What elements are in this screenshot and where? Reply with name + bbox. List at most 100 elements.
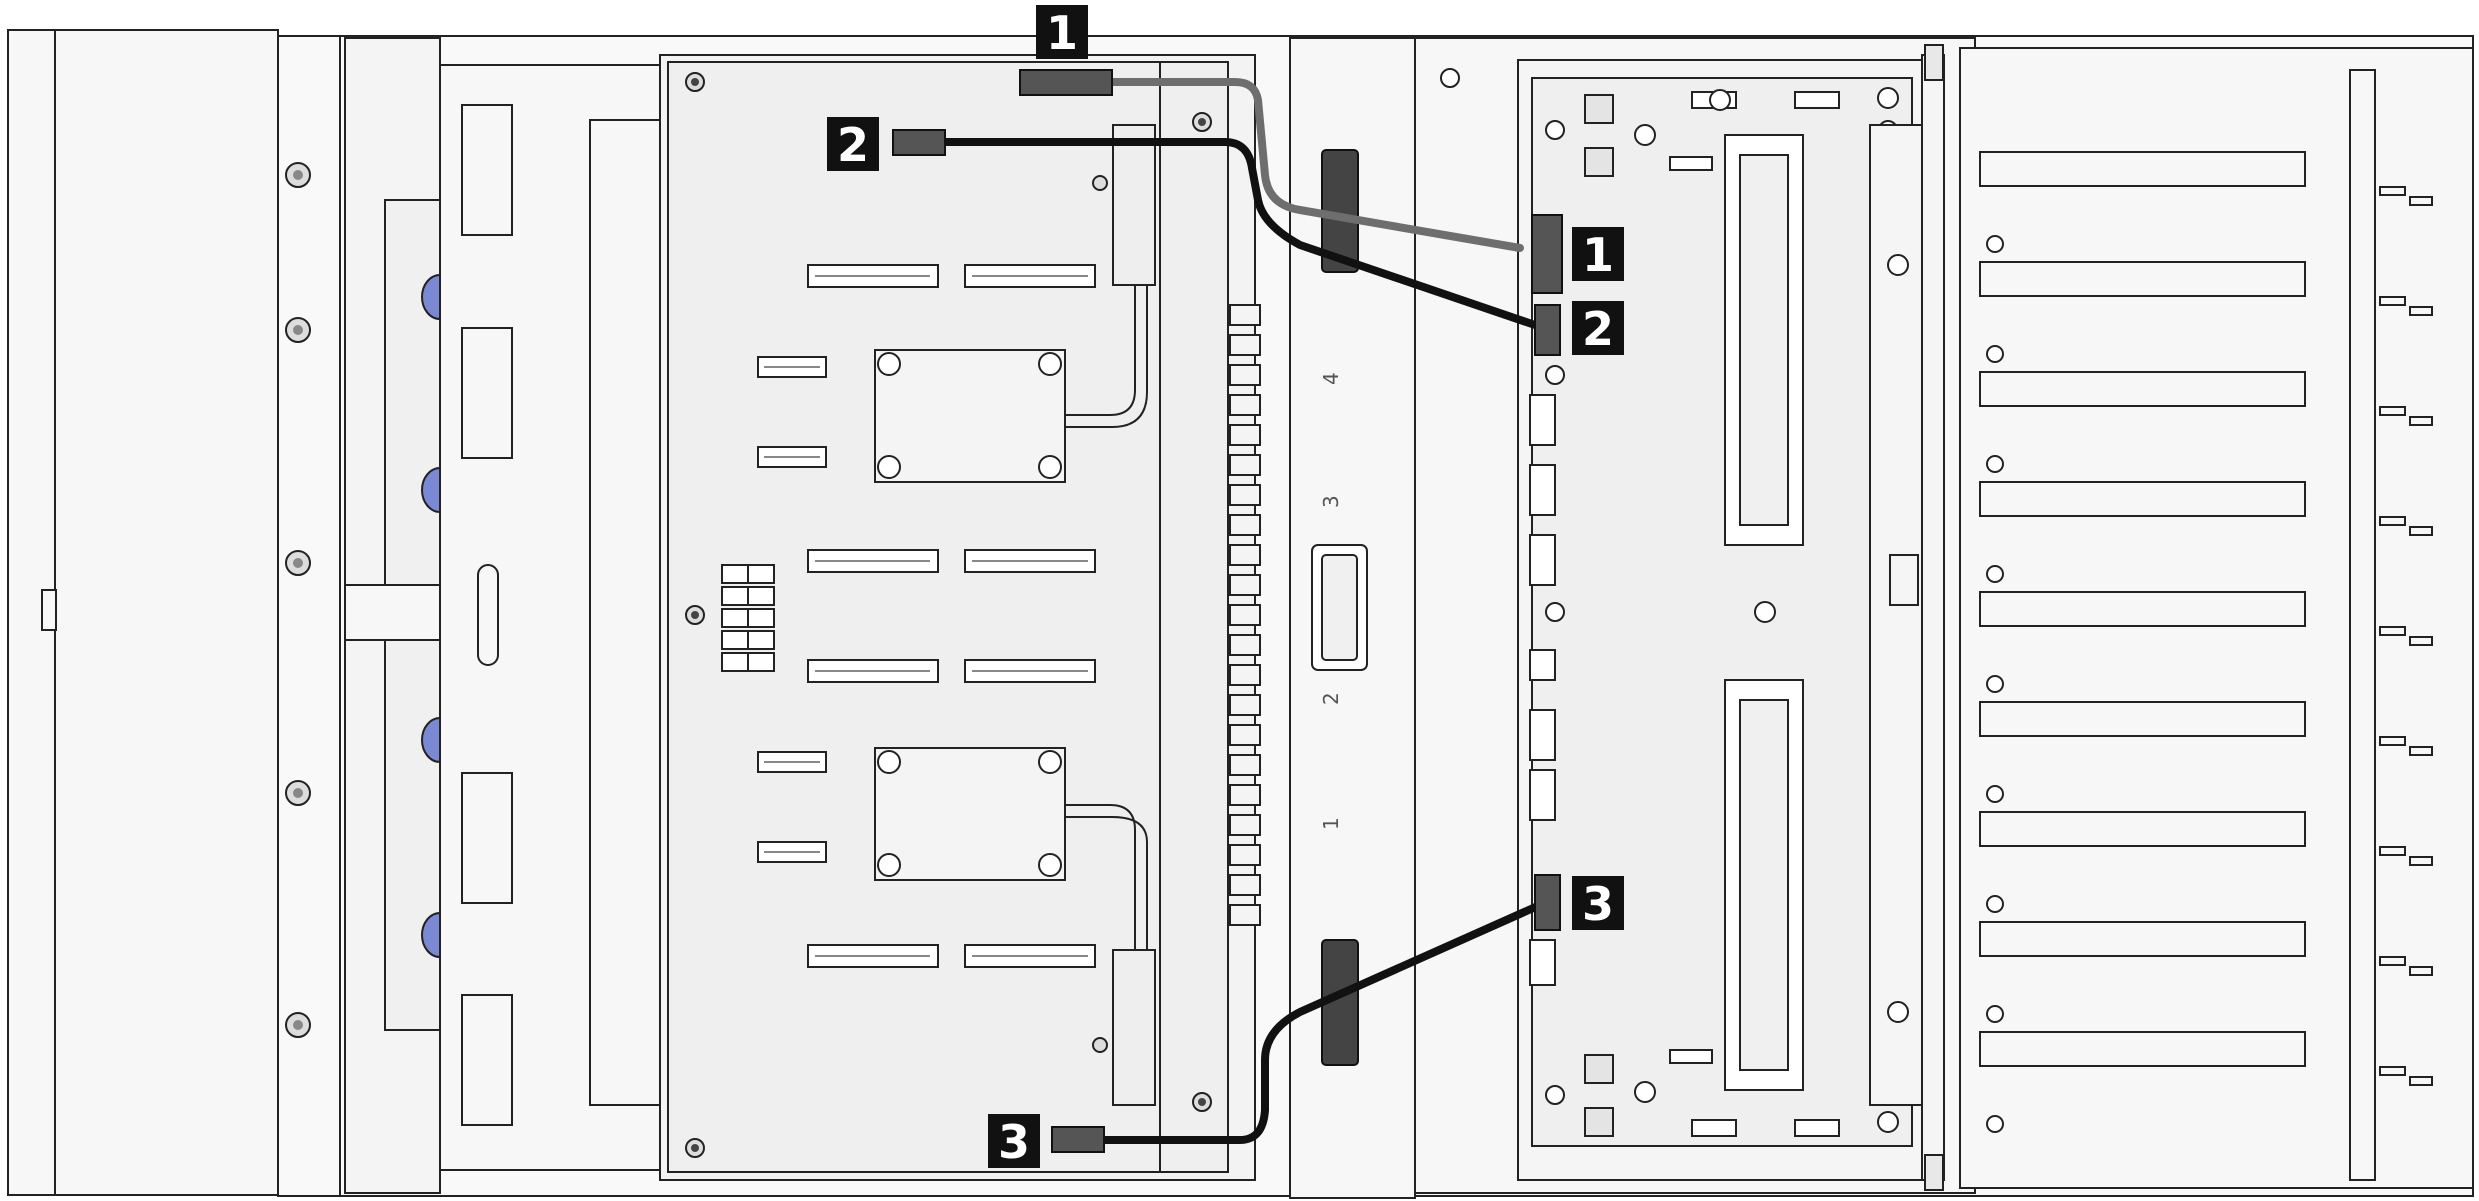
comb-tooth [1229,454,1261,476]
comb-tooth [1229,694,1261,716]
connector-1-right [1531,214,1563,294]
heat-pipe [1065,285,1148,428]
small-connector [1669,1049,1713,1064]
screw-icon [1986,565,2004,583]
rear-bay-tab [2409,1076,2433,1086]
comb-tooth [1229,544,1261,566]
screw-icon [285,162,311,188]
rear-bay-tab [2379,406,2406,416]
screw-icon [285,317,311,343]
drive-bay-slot [461,772,513,904]
fan-icon [421,273,441,321]
rear-bay-tab [2379,186,2406,196]
screw-icon [1092,175,1108,191]
callout-badge-2-left: 2 [827,117,879,172]
rear-bay-slot [1979,921,2306,957]
power-rail-latch [1889,554,1919,606]
slot-number-4: 4 [1319,372,1343,385]
screw-icon [1192,1092,1212,1112]
square-chip [1584,1054,1614,1084]
pin-header [1794,1119,1840,1137]
comb-tooth [1229,304,1261,326]
small-connector [1669,156,1713,171]
fan-cage [344,37,456,1194]
right-board-parts [1584,91,1840,1137]
rear-rail [2349,69,2376,1181]
rear-bay-slot [1979,261,2306,297]
callout-label: 1 [1046,6,1078,60]
screw-icon [1092,1037,1108,1053]
rear-bay-tab [2379,296,2406,306]
screw-icon [685,72,705,92]
rear-bay-slot [1979,151,2306,187]
heatsinks [874,349,1066,881]
comb-tooth [1229,904,1261,926]
rail-screws [1887,254,1909,1023]
slot-numbers: 4 3 2 1 [1319,372,1343,830]
screw-icon [1986,1005,2004,1023]
comb-tooth [1229,424,1261,446]
rear-bay-slot [1979,701,2306,737]
screw-icon [1986,895,2004,913]
right-board-screws [1545,87,1899,1133]
callout-badge-3-left: 3 [988,1114,1040,1169]
heatsink [874,747,1066,881]
screw-icon [1986,455,2004,473]
drive-bay-column [439,64,671,1171]
heat-pipe-block [1112,949,1156,1106]
drive-bay-rail [589,119,661,1106]
power-rail-cap [1924,44,1944,81]
comb-tooth [1229,874,1261,896]
connector-2-right [1534,304,1561,356]
screw-icon [1986,345,2004,363]
comb-tooth [1229,784,1261,806]
slot-number-3: 3 [1319,495,1343,508]
fan-icon [421,911,441,959]
connector-3-right [1534,874,1561,931]
screw-icon [1986,1115,2004,1133]
rear-bay-tab [2379,736,2406,746]
rear-bay-tab [2379,1066,2406,1076]
rear-bay-tab [2409,856,2433,866]
rear-bay-slot [1979,811,2306,847]
screw-icon [1986,675,2004,693]
callout-badges: 1 2 3 1 2 3 [827,5,1624,1169]
cable-2 [941,138,1539,329]
screw-icon [1986,785,2004,803]
rear-bay-slot [1979,371,2306,407]
comb-tooth [1229,664,1261,686]
chip-array [721,564,775,672]
rear-bay-slot [1979,1031,2306,1067]
rear-bay-tab [2379,626,2406,636]
heat-pipe [1065,816,1148,950]
fans [421,273,441,959]
rear-bay-tab [2409,966,2433,976]
comb-tooth [1229,574,1261,596]
front-screws [285,162,311,1038]
fan-cage-crossbar [344,584,456,641]
screw-icon [1440,68,1460,88]
heatsink [874,349,1066,483]
rear-bay-tab [2379,846,2406,856]
power-rail [1869,44,1945,1191]
screw-icon [685,605,705,625]
fan-icon [421,716,441,764]
pin-header [1794,91,1840,109]
board-screws [685,72,1212,1158]
callout-label: 2 [1582,302,1614,356]
screw-icon [685,1138,705,1158]
rear-bay-tab [2409,196,2433,206]
comb-tooth [1229,724,1261,746]
comb-tooth [1229,394,1261,416]
cable-3 [1096,901,1544,1144]
screw-icon [1986,235,2004,253]
rear-bay-tab [2379,956,2406,966]
callout-label: 2 [837,118,869,172]
midplane-handle-inner [1321,554,1358,661]
rear-bay-slot [1979,481,2306,517]
pin-header [1691,1119,1737,1137]
right-board-small-connectors [1529,394,1556,986]
rear-bay-tab [2409,746,2433,756]
drive-bay-slot [461,104,513,236]
